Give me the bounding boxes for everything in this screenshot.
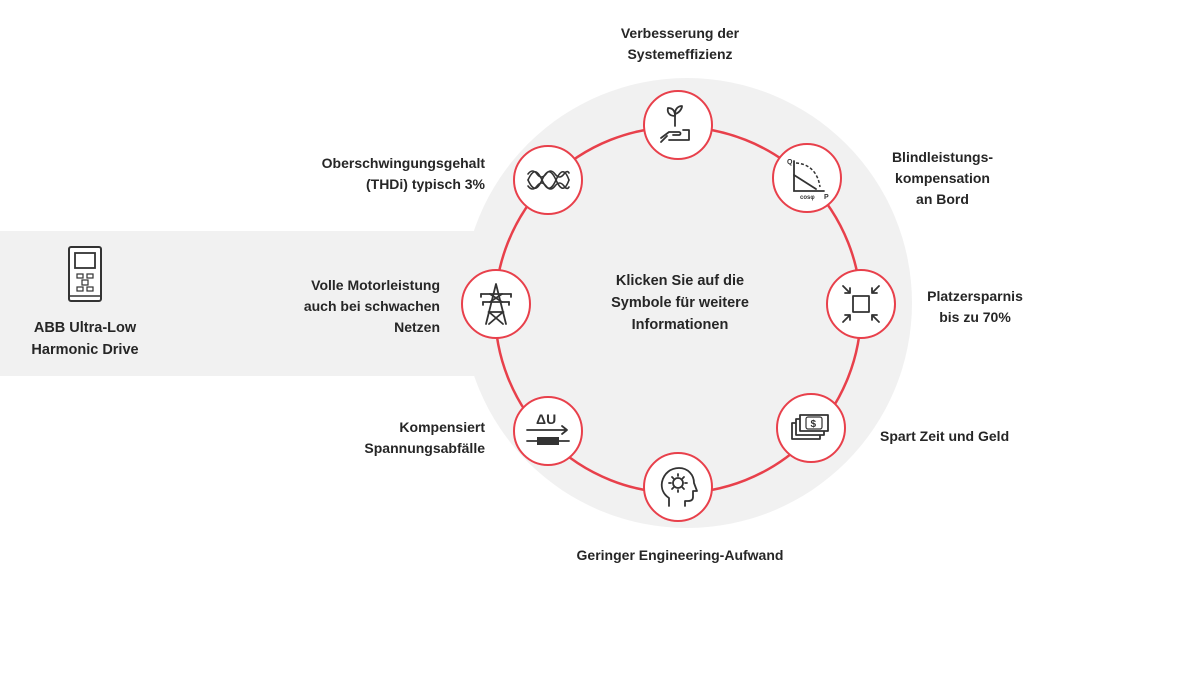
label-engineering: Geringer Engineering-Aufwand bbox=[576, 547, 784, 563]
compress-arrows-icon bbox=[842, 285, 880, 323]
harmonic-waves-icon bbox=[527, 170, 570, 190]
drive-icon bbox=[68, 246, 102, 302]
head-gear-icon bbox=[660, 467, 698, 507]
cos-phi-label: cosφ bbox=[800, 195, 815, 201]
node-platzersparnis[interactable] bbox=[826, 269, 896, 339]
node-thdi[interactable] bbox=[513, 145, 583, 215]
hand-plant-icon bbox=[660, 105, 690, 143]
device-panel[interactable]: ABB Ultra-Low Harmonic Drive bbox=[0, 231, 170, 376]
label-blindleistung: Blindleistungs- kompensation an Bord bbox=[891, 149, 994, 207]
center-instruction: Klicken Sie auf die Symbole für weitere … bbox=[611, 273, 749, 333]
p-axis-label: P bbox=[824, 194, 829, 201]
node-systemeffizienz[interactable] bbox=[643, 90, 713, 160]
label-zeit-geld: Spart Zeit und Geld bbox=[880, 428, 1010, 444]
money-stack-icon: $ bbox=[791, 414, 829, 440]
label-motorleistung: Volle Motorleistung auch bei schwachen N… bbox=[303, 277, 440, 335]
device-name: ABB Ultra-Low Harmonic Drive bbox=[31, 320, 139, 358]
cos-phi-curve-icon: Q P cosφ bbox=[787, 159, 829, 201]
power-tower-icon bbox=[480, 283, 512, 325]
label-platzersparnis: Platzersparnis bis zu 70% bbox=[927, 288, 1023, 325]
label-systemeffizienz: Verbesserung der Systemeffizienz bbox=[620, 25, 740, 62]
label-spannung: Kompensiert Spannungsabfälle bbox=[364, 419, 485, 456]
node-engineering[interactable] bbox=[643, 452, 713, 522]
voltage-drop-icon: ΔU bbox=[526, 411, 570, 445]
node-blindleistung[interactable]: Q P cosφ bbox=[772, 143, 842, 213]
node-motorleistung[interactable] bbox=[461, 269, 531, 339]
label-thdi: Oberschwingungsgehalt (THDi) typisch 3% bbox=[321, 155, 485, 192]
q-axis-label: Q bbox=[787, 159, 793, 166]
delta-u-label: ΔU bbox=[536, 411, 556, 427]
dollar-sign: $ bbox=[811, 419, 817, 430]
node-spannung[interactable]: ΔU bbox=[513, 396, 583, 466]
node-zeit-geld[interactable]: $ bbox=[776, 393, 846, 463]
